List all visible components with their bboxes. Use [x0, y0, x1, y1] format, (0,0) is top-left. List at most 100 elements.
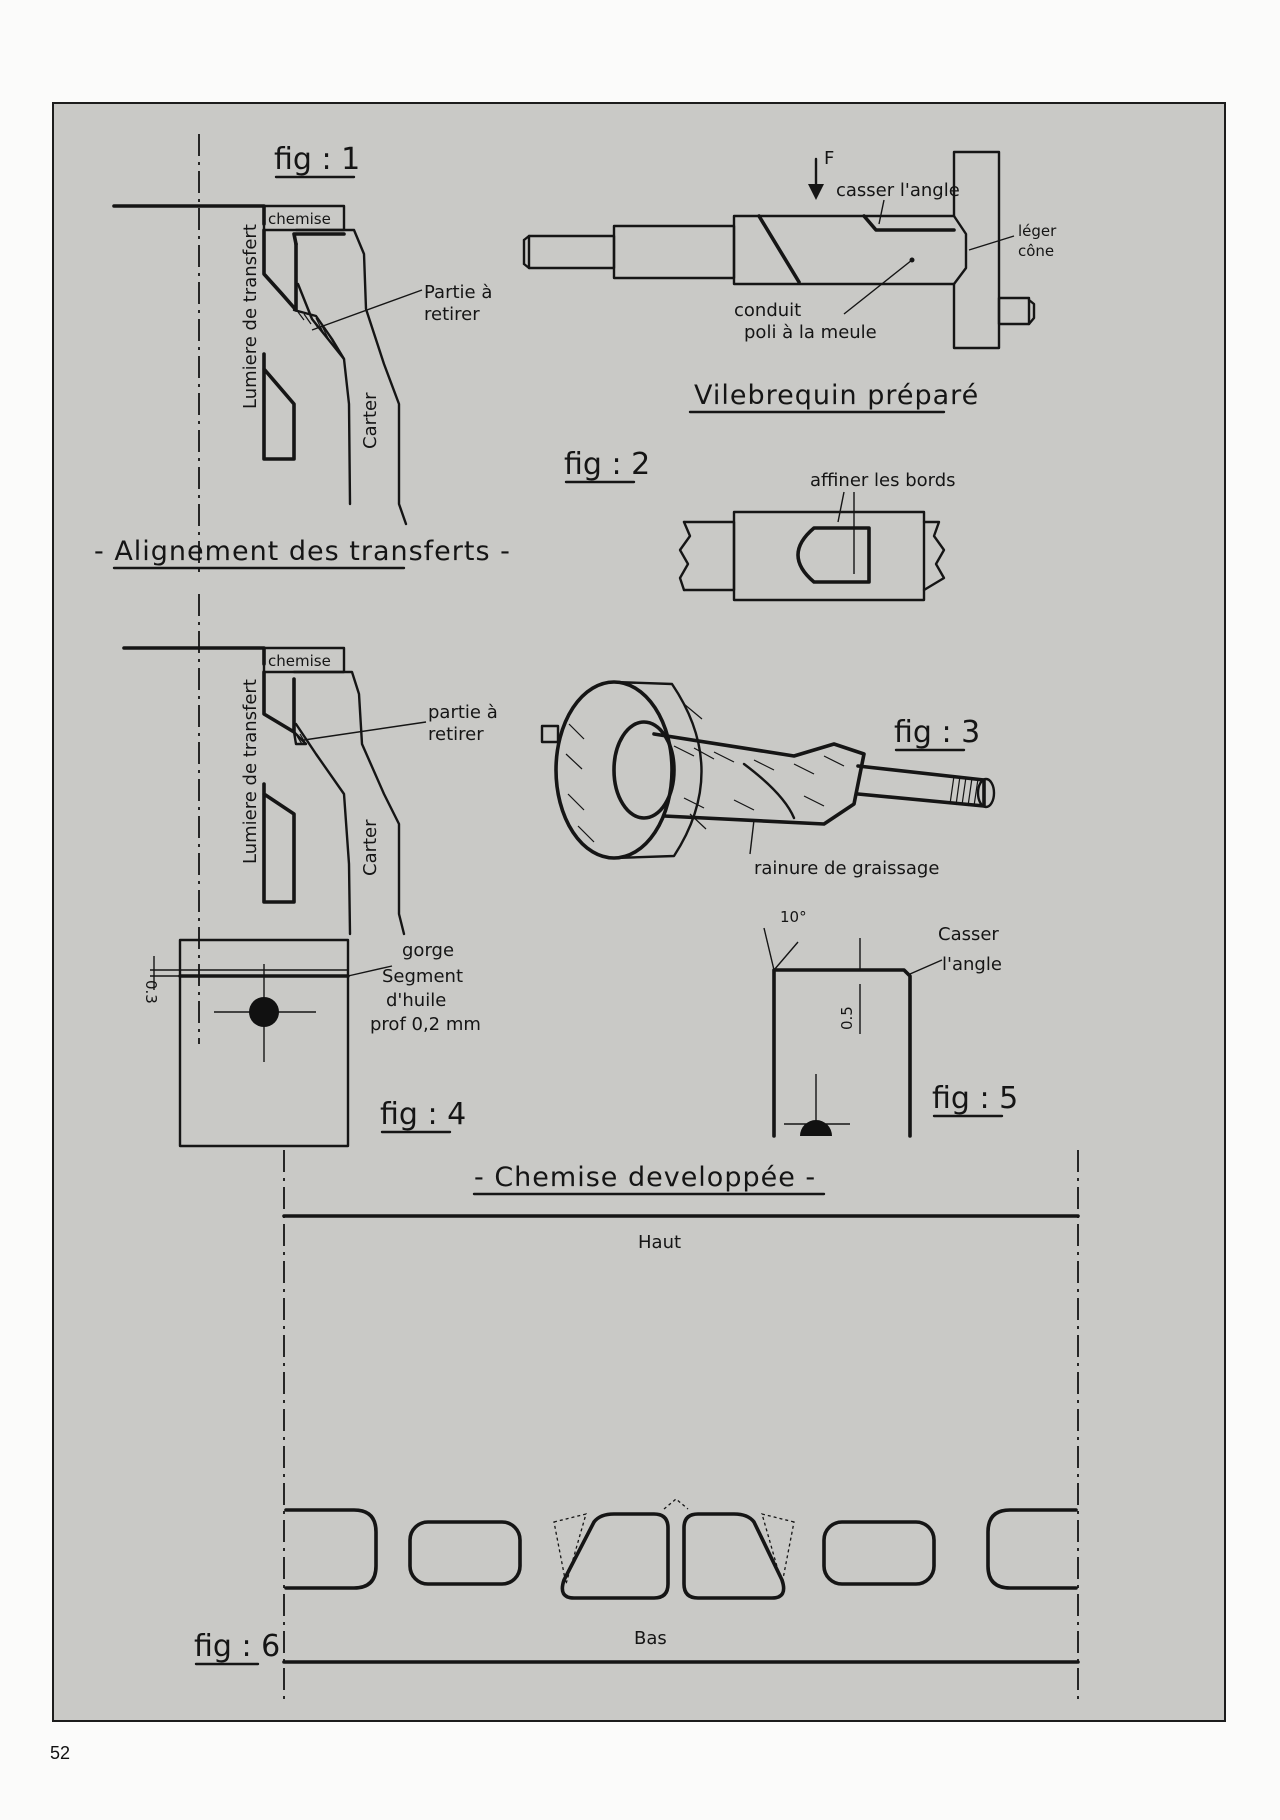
fig2-conduit-line-1: [757, 214, 801, 284]
figure-6: - Chemise developpée - Haut Bas fig : 6: [194, 1150, 1080, 1704]
fig2-caption: Vilebrequin préparé: [694, 380, 979, 411]
figure-4: 0.3 gorge Segment d'huile prof 0,2 mm fi…: [142, 938, 481, 1148]
fig6-dotted-cutouts: [553, 1498, 795, 1585]
fig1-hatched-part: [292, 308, 346, 361]
fig5-pin-hole: [800, 1120, 832, 1136]
fig1b-partie-label-1: partie à: [428, 702, 498, 723]
fig2-conduit-label-1: conduit: [734, 300, 801, 321]
fig3-thread-shank: [856, 764, 986, 808]
fig6-title: fig : 6: [194, 1629, 280, 1664]
fig1-top-line: [112, 204, 266, 226]
figure-5: 10° 0.5 Casser l'angle fig : 5: [763, 908, 1018, 1138]
fig5-casser-leader: [909, 959, 943, 975]
fig1-carter-outline: [294, 228, 408, 526]
fig1b-carter-label: Carter: [360, 819, 381, 876]
fig1b-partie-label-2: retirer: [428, 724, 484, 745]
fig4-segment-label: Segment: [382, 966, 463, 987]
fig4-gorge-leader: [347, 965, 393, 977]
fig2-casser-leader: [878, 199, 885, 225]
fig3-groove: [742, 762, 796, 820]
fig1b-leader-line: [303, 721, 427, 741]
fig2-conduit-leader: [843, 259, 913, 315]
fig1-carter-label: Carter: [360, 392, 381, 449]
fig6-port-left-edge: [284, 1508, 378, 1590]
fig4-pin-hole: [249, 997, 279, 1027]
fig2-shaft-chamfer: [522, 234, 531, 270]
fig1-lower-port: [262, 352, 296, 461]
fig2-shaft-step: [612, 224, 736, 280]
fig3-flywheel-rim: [612, 680, 703, 860]
fig2-shaft-end: [527, 234, 616, 270]
fig2-leger-label-2: cône: [1018, 242, 1054, 260]
fig1b-top-line: [122, 646, 266, 666]
fig1-liner-cap: [292, 232, 346, 246]
fig1-partie-label-2: retirer: [424, 304, 480, 325]
fig3-thread-end: [976, 777, 996, 809]
fig5-angle-line-1: [763, 927, 775, 971]
fig1-title: fig : 1: [274, 142, 360, 177]
fig5-angle-line-2: [773, 941, 799, 971]
fig5-casser-label-2: l'angle: [942, 954, 1002, 975]
fig1-caption: - Alignement des transferts -: [94, 536, 511, 567]
fig3-thread: [949, 775, 979, 807]
fig1b-carter-inner: [294, 722, 352, 936]
fig2-force-label: F: [824, 148, 834, 169]
fig3-title: fig : 3: [894, 715, 980, 750]
fig4-gorge-label: gorge: [402, 940, 454, 961]
figure-1: fig : 1 chemise Lumiere de transfert Par…: [94, 134, 511, 574]
drawing-sheet: fig : 1 chemise Lumiere de transfert Par…: [52, 102, 1226, 1722]
fig6-port-3: [682, 1512, 786, 1600]
fig6-port-1: [408, 1520, 522, 1586]
fig5-dim-label: 0.5: [838, 1006, 856, 1030]
figure-3: fig : 3 rainure de graissage: [540, 680, 996, 879]
fig2-detail-web: [732, 510, 926, 602]
fig5-angle-label: 10°: [780, 908, 807, 926]
fig3-flywheel-bore: [612, 720, 676, 820]
page-number: 52: [50, 1743, 71, 1763]
fig6-bas-label: Bas: [634, 1628, 667, 1649]
fig2-force-arrow-head: [808, 184, 824, 200]
fig2-crank-web: [732, 150, 1001, 350]
fig3-rainure-leader: [749, 819, 755, 855]
fig2-detail-break-left: [678, 520, 692, 592]
fig1-liner-wall: [262, 228, 298, 312]
fig1b-carter-outline: [292, 670, 406, 936]
fig2-detail-break-right: [922, 520, 946, 592]
figure-1-variant: chemise Lumiere de transfert partie à re…: [122, 594, 498, 1044]
figure-2: F casser l'angle léger cône conduit poli…: [522, 148, 1057, 602]
technical-drawing: fig : 1 chemise Lumiere de transfert Par…: [94, 134, 1080, 1704]
fig2-crank-pin: [997, 296, 1031, 326]
fig6-port-2: [560, 1512, 670, 1600]
fig3-pin-stub: [540, 724, 560, 744]
fig1-lumiere-label: Lumiere de transfert: [240, 224, 261, 409]
fig5-title: fig : 5: [932, 1081, 1018, 1116]
fig1-partie-label-1: Partie à: [424, 282, 492, 303]
fig1b-lumiere-label: Lumiere de transfert: [240, 679, 261, 864]
fig5-piston-outline: [772, 968, 912, 1138]
fig1b-hatched-part: [292, 730, 308, 746]
fig6-port-4: [822, 1520, 936, 1586]
fig6-caption: - Chemise developpée -: [474, 1162, 816, 1193]
fig4-dim-label: 0.3: [142, 980, 160, 1004]
fig2-conduit-dot: [909, 257, 915, 263]
fig2-conduit-line-2: [862, 214, 956, 232]
fig1b-lower-port: [262, 782, 296, 904]
fig2-pin-chamfer: [1027, 298, 1036, 326]
fig1-chemise-label: chemise: [268, 210, 331, 228]
fig1b-chemise-label: chemise: [268, 652, 331, 670]
fig2-affiner-label: affiner les bords: [810, 470, 956, 491]
fig2-detail-shaft-left: [682, 520, 736, 592]
fig2-title: fig : 2: [564, 447, 650, 482]
fig5-casser-label-1: Casser: [938, 924, 999, 945]
fig2-conduit-label-2: poli à la meule: [744, 322, 877, 343]
fig3-flywheel-hatching: [565, 703, 707, 843]
fig2-casser-label: casser l'angle: [836, 180, 960, 201]
fig1-leader-line: [311, 289, 423, 331]
fig4-huile-label: d'huile: [386, 990, 446, 1011]
fig4-piston-outline: [178, 938, 350, 1148]
fig4-title: fig : 4: [380, 1097, 466, 1132]
fig3-shaft-hatching: [673, 745, 845, 811]
fig2-leger-label-1: léger: [1018, 222, 1057, 240]
fig2-leger-leader: [968, 235, 1015, 251]
fig2-detail-port: [796, 526, 871, 584]
